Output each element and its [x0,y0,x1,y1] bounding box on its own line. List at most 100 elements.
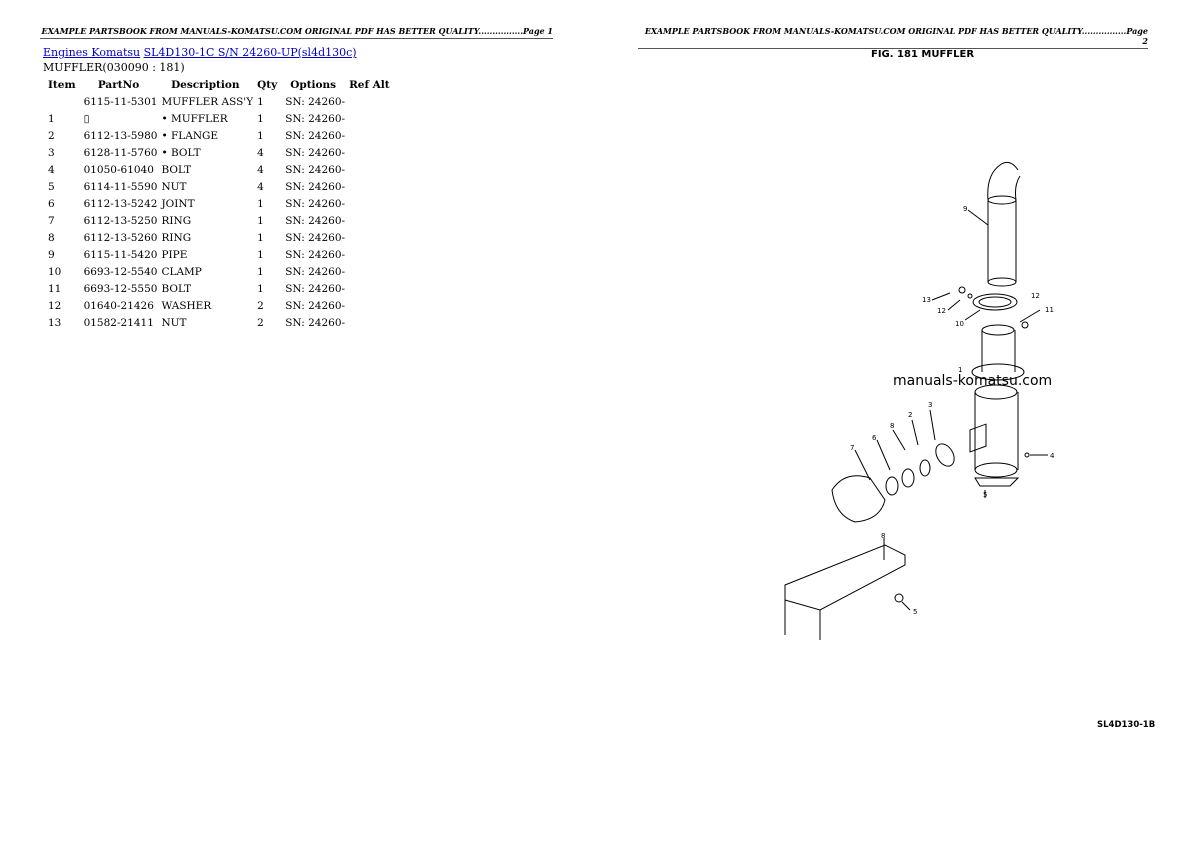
callout-label: 11 [1045,306,1054,314]
table-cell [44,93,80,110]
table-cell: 4 [257,180,264,193]
table-cell: 1 [257,282,264,295]
table-cell: 6112-13-5260 [83,231,158,244]
table-cell: SN: 24260- [285,214,346,227]
table-cell: 12 [48,299,62,312]
table-cell: SN: 24260- [285,146,346,159]
column-header: Qty [257,79,278,91]
joint-part [981,330,1016,372]
table-cell: SN: 24260- [285,180,346,193]
table-cell: SN: 24260- [285,197,346,210]
table-cell: 1 [257,129,264,142]
table-cell: RING [161,214,192,227]
table-cell: BOLT [161,163,192,176]
ring-part [919,459,931,477]
table-cell: • BOLT [161,146,201,159]
table-cell: 6112-13-5980 [83,129,158,142]
table-cell: • MUFFLER [161,112,228,125]
table-cell [345,314,394,331]
table-cell: SN: 24260- [285,129,346,142]
table-cell: 1 [257,197,264,210]
table-cell: 2 [257,316,264,329]
callout-label: 8 [890,422,894,430]
callout-label: 6 [872,434,877,442]
table-cell [345,297,394,314]
table-cell [345,110,394,127]
table-cell: 10 [48,265,62,278]
table-cell [345,144,394,161]
table-cell: SN: 24260- [285,248,346,261]
table-cell: 01582-21411 [83,316,154,329]
model-link[interactable]: SL4D130-1C S/N 24260-UP(sl4d130c) [143,46,357,59]
table-cell: 1 [257,112,264,125]
table-cell: SN: 24260- [285,265,346,278]
table-cell: 1 [257,95,264,108]
table-cell: 7 [48,214,55,227]
table-cell [345,178,394,195]
table-cell: 4 [48,163,55,176]
table-cell: 6114-11-5590 [83,180,158,193]
callout-label: 5 [913,608,917,616]
engines-komatsu-link[interactable]: Engines Komatsu [43,46,141,59]
table-cell: SN: 24260- [285,316,346,329]
callout-label: 1 [958,366,962,374]
page-2-header: EXAMPLE PARTSBOOK FROM MANUALS-KOMATSU.C… [638,26,1148,49]
table-cell: SN: 24260- [285,95,346,108]
table-cell: PIPE [161,248,188,261]
table-cell: NUT [161,316,187,329]
table-cell: 6115-11-5420 [83,248,158,261]
table-cell [345,161,394,178]
table-cell: 1 [257,231,264,244]
table-cell: SN: 24260- [285,231,346,244]
table-cell: ▯ [83,112,90,125]
table-cell: 8 [48,231,55,244]
column-header: Ref Alt [349,79,390,91]
callout-label: 12 [1031,292,1040,300]
table-cell: • FLANGE [161,129,219,142]
bracket-part [784,544,906,640]
turbo-part [831,475,886,523]
callout-label: 3 [928,401,932,409]
table-cell [345,93,394,110]
table-cell: MUFFLER ASS'Y [161,95,254,108]
table-row: 13 01582-21411 NUT 2 SN: 24260- [44,314,394,331]
figure-title: FIG. 181 MUFFLER [871,49,975,60]
column-header: Item [48,79,76,91]
callout-label: 5 [983,491,987,499]
table-cell: 11 [48,282,62,295]
table-cell: 01640-21426 [83,299,154,312]
table-cell: 3 [48,146,55,159]
callout-label: 12 [937,307,946,315]
table-cell: SN: 24260- [285,282,346,295]
pipe-part [987,161,1021,282]
table-cell: JOINT [161,197,195,210]
page-1-header: EXAMPLE PARTSBOOK FROM MANUALS-KOMATSU.C… [40,26,553,39]
table-cell: 01050-61040 [83,163,154,176]
callout-label: 7 [850,444,854,452]
pipe-end [987,195,1017,205]
page-title: MUFFLER(030090 : 181) [43,61,185,74]
table-cell: 2 [257,299,264,312]
table-cell: 1 [257,248,264,261]
table-cell: 13 [48,316,62,329]
muffler-body [974,392,1019,470]
table-cell: SN: 24260- [285,299,346,312]
table-cell [345,127,394,144]
table-cell [345,263,394,280]
table-cell: 1 [257,265,264,278]
table-cell: 4 [257,163,264,176]
table-cell: 1 [257,214,264,227]
